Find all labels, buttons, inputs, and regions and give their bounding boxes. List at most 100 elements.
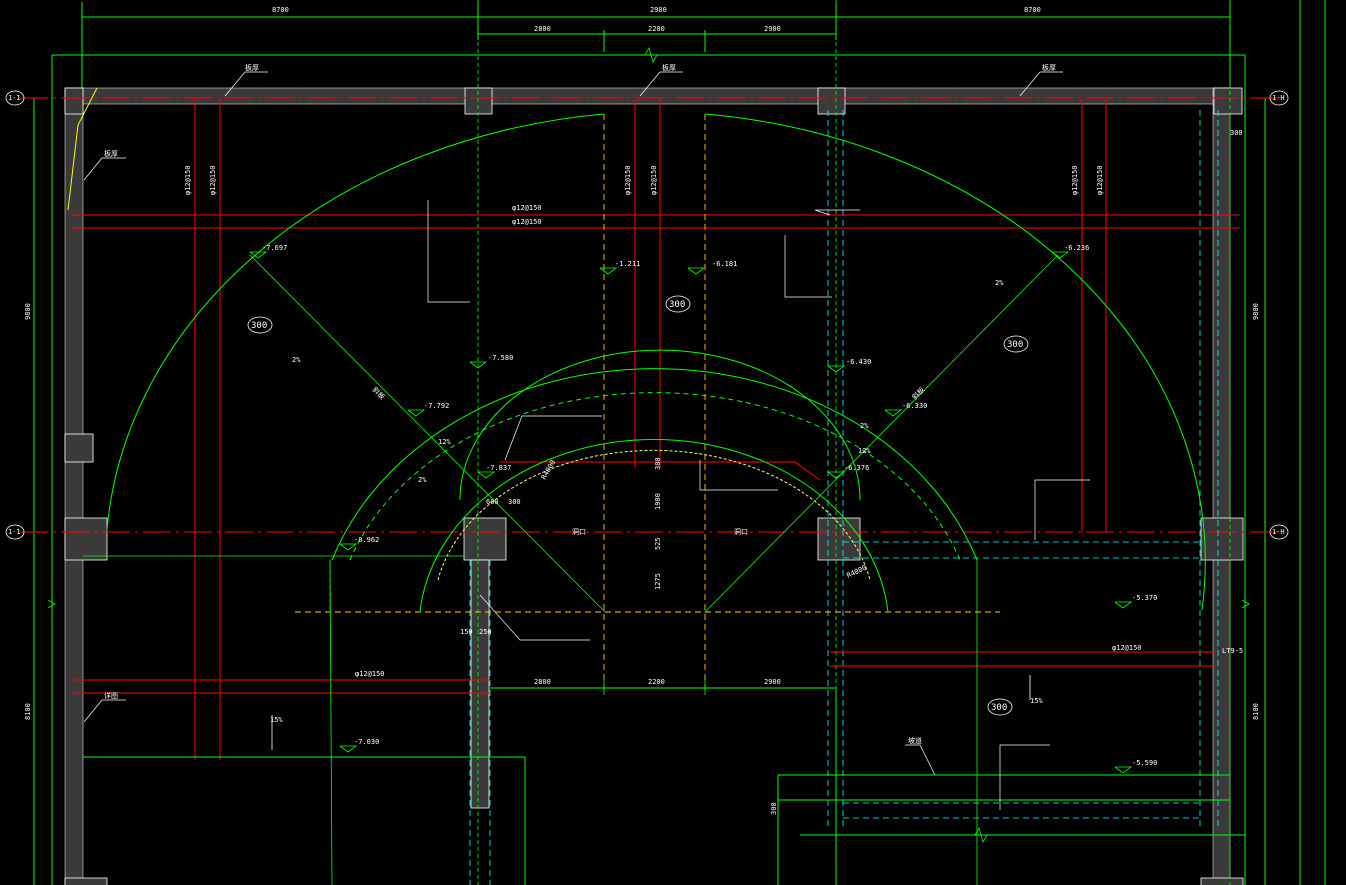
inner-arc-yellow <box>437 449 871 581</box>
dim-right-small: 300 <box>1230 129 1243 137</box>
column-wall-left-mid <box>64 433 94 463</box>
column-bottom-right <box>1200 877 1244 885</box>
elev-e14: -5.590 <box>1132 759 1157 767</box>
columns <box>64 87 1244 885</box>
rebar-label-8: φ12@150 <box>1096 165 1104 195</box>
slab-tags <box>247 295 1029 716</box>
axis-tag-top-right: 1-H <box>1272 94 1285 102</box>
slope-2: 2% <box>418 476 427 484</box>
frame-lines <box>83 687 1245 885</box>
radial-lines <box>83 254 1059 885</box>
column-mid-center-left <box>463 517 507 561</box>
rebar-lines <box>72 100 1240 760</box>
slope-5: 2% <box>995 279 1004 287</box>
note-7: 坡道 <box>908 736 922 745</box>
dim-second-1: 2800 <box>534 25 551 33</box>
slope-8: 15% <box>1030 697 1043 705</box>
rebar-label-9: φ12@150 <box>355 670 385 678</box>
dim-right-upper: 9800 <box>1252 303 1260 320</box>
radius-label-2: R4000 <box>845 564 867 580</box>
note-11: LT9-5 <box>1222 647 1243 655</box>
small-dim-1: 600 <box>486 498 499 506</box>
column-top-mid-right <box>817 87 846 115</box>
small-dim-6: 1980 <box>654 493 662 510</box>
note-2: 板厚 <box>662 63 676 72</box>
column-top-right <box>1213 87 1243 115</box>
note-6: 斜板 <box>910 385 926 401</box>
column-top-left <box>64 87 84 115</box>
note-10: 洞口 <box>734 527 748 536</box>
note-1: 板厚 <box>245 63 259 72</box>
rebar-label-7: φ12@150 <box>1071 165 1079 195</box>
side-dimension-lines <box>33 0 1326 885</box>
elev-e5: -7.580 <box>488 354 513 362</box>
small-dim-7: 525 <box>654 537 662 550</box>
outer-arc-right <box>704 113 1206 611</box>
note-9: 洞口 <box>572 527 586 536</box>
centerlines <box>295 114 1000 690</box>
rebar-label-10: φ12@150 <box>1112 644 1142 652</box>
slab-tag-4: 300 <box>991 703 1007 713</box>
dim-second-3: 2900 <box>764 25 781 33</box>
dim-left-lower: 8100 <box>24 703 32 720</box>
slab-tag-2: 300 <box>669 300 685 310</box>
elev-e11: -8.962 <box>354 536 379 544</box>
axis-bubbles <box>5 90 1289 540</box>
inner-arc-2 <box>459 349 861 501</box>
small-dim-4: 250 <box>479 628 492 636</box>
elev-e8: -6.330 <box>902 402 927 410</box>
axis-tag-mid-right: 1-H <box>1272 528 1285 536</box>
dim-mid-1: 2800 <box>534 678 551 686</box>
column-axis-lines <box>477 0 1231 885</box>
slope-4: 2% <box>860 422 869 430</box>
elev-e1: -7.697 <box>262 244 287 252</box>
small-dim-5: 300 <box>654 457 662 470</box>
slope-6: 12% <box>858 447 871 455</box>
elev-e7: -7.792 <box>424 402 449 410</box>
dim-top-3: 8700 <box>1024 6 1041 14</box>
dim-mid-3: 2900 <box>764 678 781 686</box>
elev-e10: -6.376 <box>844 464 869 472</box>
break-marks <box>47 46 1250 844</box>
slab-tag-1: 300 <box>251 321 267 331</box>
small-dim-8: 1275 <box>654 573 662 590</box>
note-3: 板厚 <box>1042 63 1056 72</box>
elev-e2: -1.211 <box>615 260 640 268</box>
ramp-arcs <box>106 113 1206 613</box>
axis-tag-top-left: 1-1 <box>8 94 21 102</box>
hidden-lines-cyan <box>469 110 1219 885</box>
inner-arc <box>419 439 889 613</box>
rebar-label-5: φ12@150 <box>624 165 632 195</box>
rebar-label-6: φ12@150 <box>650 165 658 195</box>
elev-e4: -6.236 <box>1064 244 1089 252</box>
dim-mid-2: 2200 <box>648 678 665 686</box>
slope-arrows <box>271 675 1031 750</box>
grid-axes <box>20 97 1280 533</box>
mid-dimension-chain <box>603 680 706 695</box>
small-dim-3: 150 <box>460 628 473 636</box>
slope-7: 15% <box>270 716 283 724</box>
axis-tag-mid-left: 1-1 <box>8 528 21 536</box>
small-dim-2: 300 <box>508 498 521 506</box>
slab-tag-3: 300 <box>1007 340 1023 350</box>
rebar-label-1: φ12@150 <box>512 204 542 212</box>
note-8: 详图 <box>104 691 118 700</box>
slope-3: 12% <box>438 438 451 446</box>
middle-arc <box>331 368 978 561</box>
rebar-label-4: φ12@150 <box>209 165 217 195</box>
column-mid-right <box>1200 517 1244 561</box>
wall-edge-yellow <box>67 87 98 211</box>
leader-lines <box>83 71 1090 810</box>
dim-right-lower: 8100 <box>1252 703 1260 720</box>
elevation-markers <box>249 251 1133 774</box>
column-mid-left <box>64 517 108 561</box>
dim-top-2: 2900 <box>650 6 667 14</box>
elev-e12: -5.370 <box>1132 594 1157 602</box>
note-5: 斜板 <box>371 385 387 401</box>
slope-1: 2% <box>292 356 301 364</box>
elev-e3: -6.181 <box>712 260 737 268</box>
wall-stub-center <box>470 559 490 809</box>
rebar-label-2: φ12@150 <box>512 218 542 226</box>
outer-walls <box>64 87 1231 885</box>
